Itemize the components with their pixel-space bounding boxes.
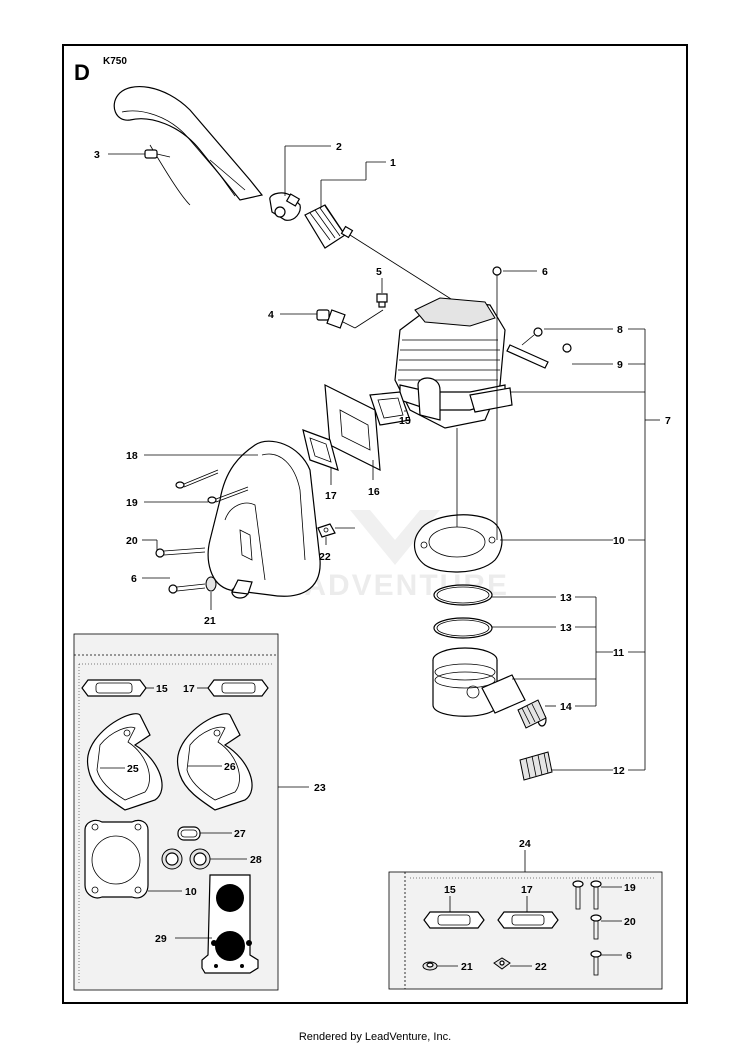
part-13-ring-lower xyxy=(433,617,493,639)
needle-bearing xyxy=(517,699,547,729)
callout-7: 7 xyxy=(665,415,671,427)
kit-gasket-10 xyxy=(84,819,149,899)
kit-plate-29 xyxy=(201,874,259,974)
part-5-plug xyxy=(376,293,388,308)
part-20-screw xyxy=(155,547,206,558)
callout-8: 8 xyxy=(617,324,623,336)
part-9-bracket xyxy=(506,343,572,369)
part-12-bearing xyxy=(519,751,553,781)
diagram-frame xyxy=(62,44,688,1004)
callout-13-lower: 13 xyxy=(560,622,572,634)
part-8-screw xyxy=(521,327,543,346)
part-7-cylinder xyxy=(394,297,513,429)
hw-callout-17: 17 xyxy=(521,884,533,896)
callout-16: 16 xyxy=(368,486,380,498)
callout-13-upper: 13 xyxy=(560,592,572,604)
callout-9: 9 xyxy=(617,359,623,371)
hw-callout-21: 21 xyxy=(461,961,473,973)
kit-seals-28 xyxy=(161,848,211,870)
hw-washer-22 xyxy=(493,957,511,970)
hw-callout-22: 22 xyxy=(535,961,547,973)
callout-3: 3 xyxy=(94,149,100,161)
kit-callout-17: 17 xyxy=(183,683,195,695)
callout-14: 14 xyxy=(560,701,572,713)
callout-17: 17 xyxy=(325,490,337,502)
kit-gasket-26 xyxy=(176,713,253,811)
kit-callout-24: 24 xyxy=(519,838,531,850)
part-17-gasket xyxy=(302,429,339,471)
part-16-plate xyxy=(324,383,381,472)
part-13-ring-upper xyxy=(433,584,493,606)
callout-23: 23 xyxy=(314,782,326,794)
callout-19: 19 xyxy=(126,497,138,509)
part-11-piston xyxy=(432,647,498,717)
kit-gasket-17 xyxy=(207,679,269,697)
part-10-base-gasket xyxy=(414,514,503,573)
kit-gasket-15 xyxy=(81,679,147,697)
hw-nut-21 xyxy=(422,961,438,971)
part-19-screw xyxy=(207,486,249,504)
kit-callout-15: 15 xyxy=(156,683,168,695)
kit-callout-25: 25 xyxy=(127,763,139,775)
hw-callout-6: 6 xyxy=(626,950,632,962)
part-3-screw xyxy=(144,149,171,159)
model-label: K750 xyxy=(103,56,127,67)
part-18-screw xyxy=(175,469,219,489)
part-1-spring xyxy=(304,204,354,249)
footer-credit: Rendered by LeadVenture, Inc. xyxy=(298,1031,452,1043)
callout-11: 11 xyxy=(613,647,624,659)
kit-oring-27 xyxy=(177,826,201,841)
section-letter: D xyxy=(74,60,90,85)
callout-20: 20 xyxy=(126,535,138,547)
callout-22: 22 xyxy=(319,551,331,563)
callout-12: 12 xyxy=(613,765,625,777)
kit-callout-27: 27 xyxy=(234,828,246,840)
kit-callout-29: 29 xyxy=(155,933,167,945)
callout-21: 21 xyxy=(204,615,216,627)
hw-screw-19 xyxy=(572,880,602,910)
part-2-clamp xyxy=(269,192,301,221)
hw-gasket-15 xyxy=(423,911,485,929)
callout-6-lower: 6 xyxy=(131,573,137,585)
hw-callout-15: 15 xyxy=(444,884,456,896)
hw-gasket-17 xyxy=(497,911,559,929)
callout-2: 2 xyxy=(336,141,342,153)
callout-5: 5 xyxy=(376,266,382,278)
part-6-screw-lower xyxy=(168,583,206,594)
hw-screw-20 xyxy=(590,914,602,940)
part-4-valve xyxy=(316,309,356,329)
hw-callout-19: 19 xyxy=(624,882,636,894)
callout-10: 10 xyxy=(613,535,625,547)
part-15-gasket xyxy=(369,391,411,426)
callout-6-top: 6 xyxy=(542,266,548,278)
callout-18: 18 xyxy=(126,450,138,462)
part-6-bolt xyxy=(492,266,502,292)
part-22-washer xyxy=(317,523,336,538)
callout-15: 15 xyxy=(399,415,411,427)
kit-gasket-25 xyxy=(86,713,163,811)
callout-4: 4 xyxy=(268,309,274,321)
hw-callout-20: 20 xyxy=(624,916,636,928)
part-21-ring xyxy=(205,576,217,592)
handle-bar xyxy=(113,86,264,206)
kit-callout-28: 28 xyxy=(250,854,262,866)
hw-screw-6 xyxy=(590,950,602,976)
kit-callout-10: 10 xyxy=(185,886,197,898)
callout-1: 1 xyxy=(390,157,396,169)
kit-callout-26: 26 xyxy=(224,761,236,773)
muffler xyxy=(207,440,321,599)
